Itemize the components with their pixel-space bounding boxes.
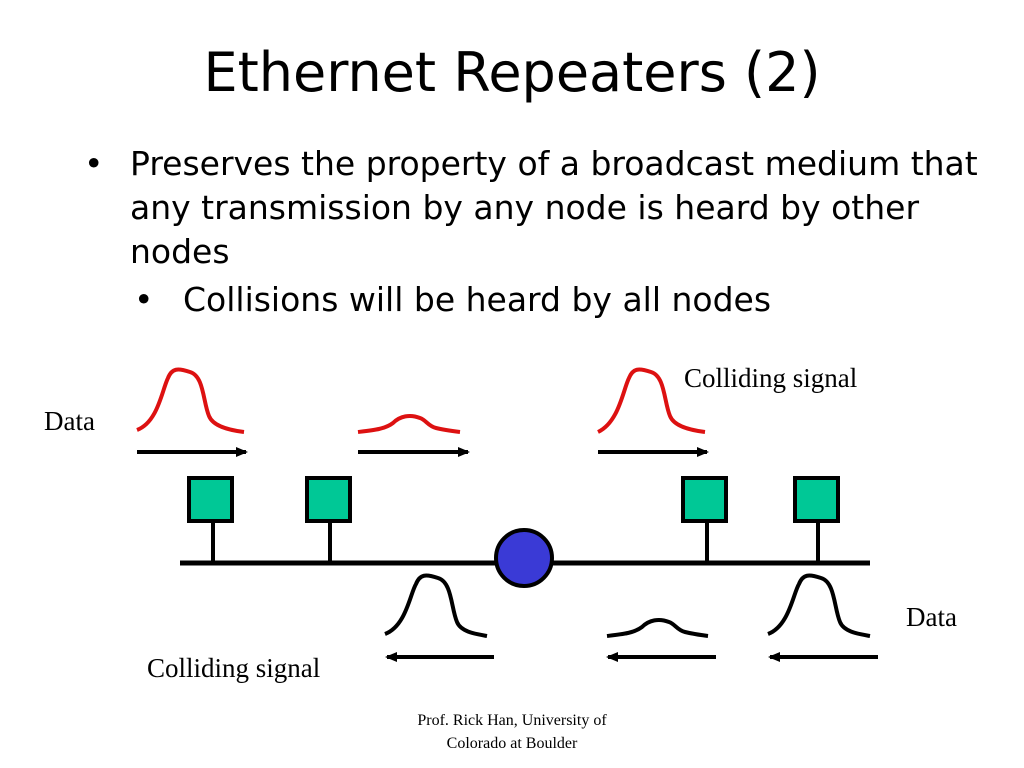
slide-title: Ethernet Repeaters (2) [203,41,821,104]
sub-bullet-marker: • [134,280,154,319]
footer-line-2: Colorado at Boulder [446,735,578,752]
signal-pulse-icon [767,573,871,638]
signal-pulse-icon [606,617,709,638]
repeater-icon [494,528,554,588]
signal-pulse-icon [384,573,488,638]
signal-pulse-icon [596,367,706,434]
host-node-icon [681,476,728,523]
host-node-icon [793,476,840,523]
label-colliding-top: Colliding signal [684,363,857,393]
sub-bullet-text: Collisions will be heard by all nodes [183,280,772,319]
signal-pulse-icon [357,413,461,434]
bullet-marker: • [84,144,104,183]
host-node-icon [187,476,234,523]
footer-line-1: Prof. Rick Han, University of [417,712,607,729]
label-data-top: Data [44,406,95,436]
footer-credit: Prof. Rick Han, University of Colorado a… [362,709,662,755]
signal-pulse-icon [136,367,245,434]
bullet-text: Preserves the property of a broadcast me… [130,144,978,271]
label-data-bottom: Data [906,602,957,632]
label-colliding-bottom: Colliding signal [147,653,320,683]
host-node-icon [305,476,352,523]
